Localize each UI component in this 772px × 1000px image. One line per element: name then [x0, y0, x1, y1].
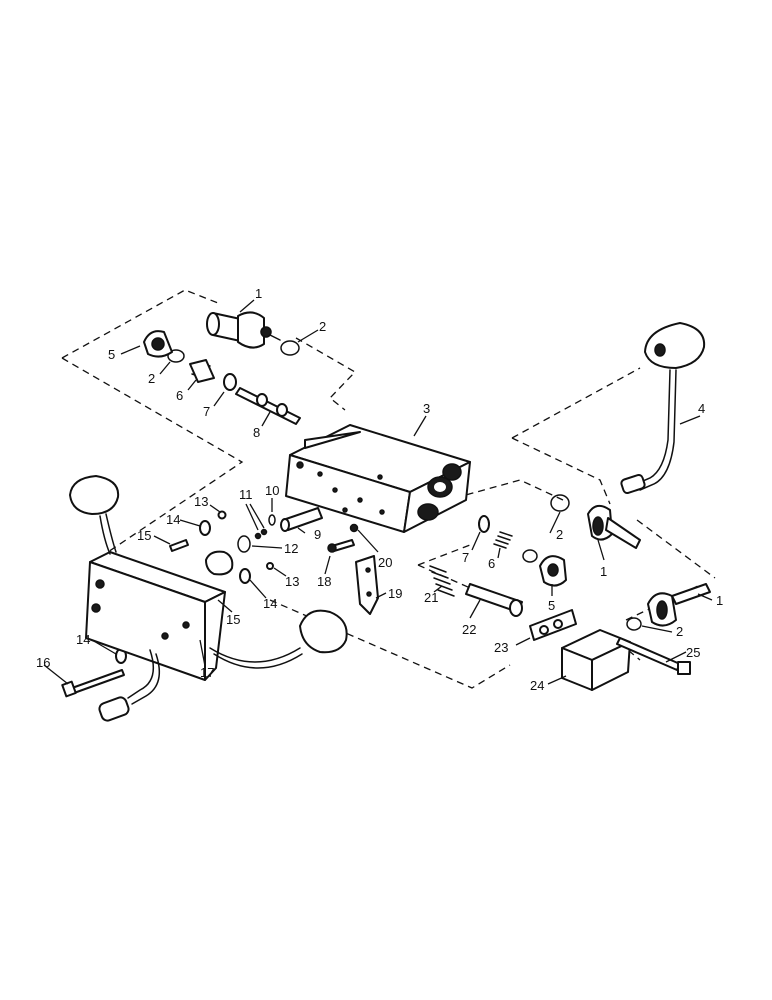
- callout-1: 1: [716, 593, 723, 608]
- callout-4: 4: [698, 401, 705, 416]
- callout-19: 19: [388, 586, 402, 601]
- callout-1: 1: [255, 286, 262, 301]
- callout-18: 18: [317, 574, 331, 589]
- callout-16: 16: [36, 655, 50, 670]
- callout-25: 25: [686, 645, 700, 660]
- callout-8: 8: [253, 425, 260, 440]
- upper-valve-stack: [143, 311, 301, 425]
- callout-2: 2: [319, 319, 326, 334]
- callout-17: 17: [200, 665, 214, 680]
- callout-1: 1: [600, 564, 607, 579]
- callout-14: 14: [76, 632, 90, 647]
- callout-22: 22: [462, 622, 476, 637]
- callout-6: 6: [488, 556, 495, 571]
- callout-20: 20: [378, 555, 392, 570]
- callout-6: 6: [176, 388, 183, 403]
- leader-lines: [43, 299, 713, 685]
- callout-14: 14: [263, 596, 277, 611]
- callout-labels: 1 2 5 2 6 7 8 3 4 13 14 15 11 10 9 12 13…: [36, 286, 723, 693]
- callout-5: 5: [108, 347, 115, 362]
- callout-24: 24: [530, 678, 544, 693]
- callout-11: 11: [239, 487, 253, 502]
- callout-15: 15: [226, 612, 240, 627]
- right-valve-stack: [429, 494, 711, 691]
- callout-21: 21: [424, 590, 438, 605]
- callout-13: 13: [285, 574, 299, 589]
- callout-7: 7: [462, 550, 469, 565]
- callout-2: 2: [148, 371, 155, 386]
- control-box: [69, 475, 348, 722]
- callout-13: 13: [194, 494, 208, 509]
- callout-2: 2: [676, 624, 683, 639]
- callout-10: 10: [265, 483, 279, 498]
- callout-7: 7: [203, 404, 210, 419]
- callout-2: 2: [556, 527, 563, 542]
- left-small-parts: [61, 507, 323, 698]
- callout-5: 5: [548, 598, 555, 613]
- valve-body: [285, 424, 471, 533]
- callout-9: 9: [314, 527, 321, 542]
- callout-23: 23: [494, 640, 508, 655]
- callout-3: 3: [423, 401, 430, 416]
- joystick-handle: [620, 322, 706, 495]
- callout-12: 12: [284, 541, 298, 556]
- callout-15: 15: [137, 528, 151, 543]
- detent-lever: [327, 523, 379, 615]
- callout-14: 14: [166, 512, 180, 527]
